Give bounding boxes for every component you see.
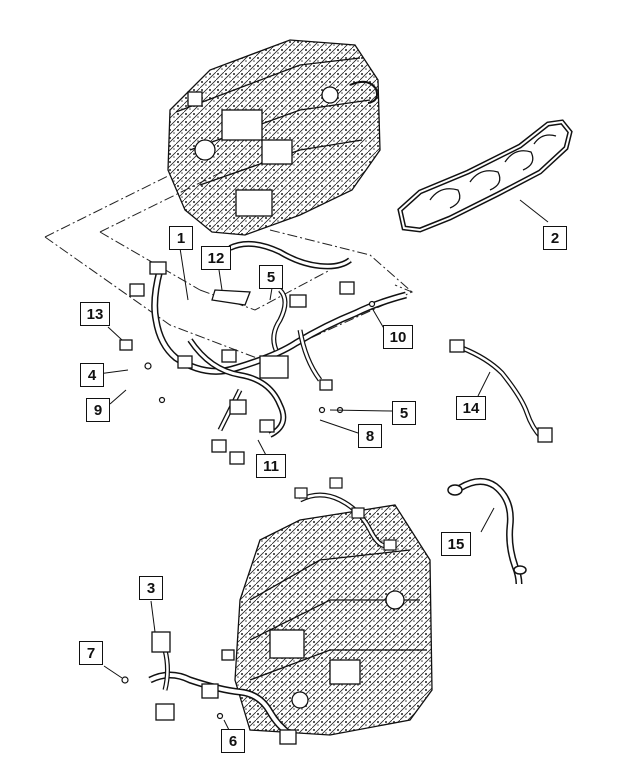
callout-8[interactable]: 8 (358, 424, 382, 448)
callout-3[interactable]: 3 (139, 576, 163, 600)
valve-cover-gasket (397, 119, 573, 233)
callout-9[interactable]: 9 (86, 398, 110, 422)
upper-engine-block (167, 39, 381, 236)
callout-5-upper[interactable]: 5 (259, 265, 283, 289)
ground-cable (447, 478, 527, 585)
sensor-harness (449, 339, 553, 443)
lower-harness (121, 631, 297, 745)
callout-6[interactable]: 6 (221, 729, 245, 753)
callout-5-lower[interactable]: 5 (392, 401, 416, 425)
callout-1[interactable]: 1 (169, 226, 193, 250)
lower-engine-block (234, 504, 433, 736)
engine-wiring-harness (119, 240, 407, 465)
injector-harness (294, 477, 397, 551)
callout-13[interactable]: 13 (80, 302, 110, 326)
callout-11[interactable]: 11 (256, 454, 286, 478)
callout-7[interactable]: 7 (79, 641, 103, 665)
callout-15[interactable]: 15 (441, 532, 471, 556)
callout-2[interactable]: 2 (543, 226, 567, 250)
callout-12[interactable]: 12 (201, 246, 231, 270)
leader-lines (97, 199, 549, 735)
callout-4[interactable]: 4 (80, 363, 104, 387)
callout-10[interactable]: 10 (383, 325, 413, 349)
callout-14[interactable]: 14 (456, 396, 486, 420)
